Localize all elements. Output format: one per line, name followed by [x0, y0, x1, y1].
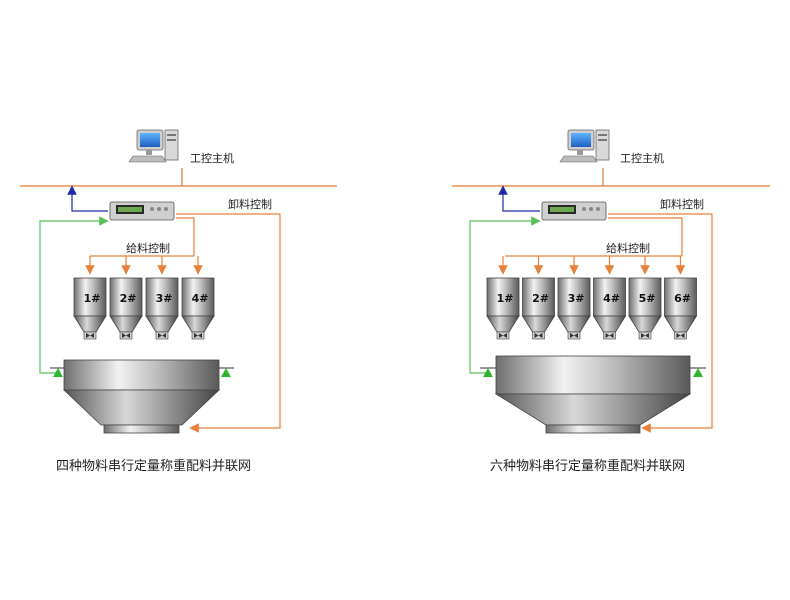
- left-hopper: 3#: [145, 277, 179, 340]
- left-feed-label: 给料控制: [126, 241, 170, 255]
- right-hopper-group: 1# 2# 3# 4# 5# 6#: [486, 277, 698, 340]
- right-data-line: [498, 185, 540, 212]
- left-host-label: 工控主机: [190, 151, 234, 165]
- left-host-computer-icon: [128, 129, 179, 163]
- right-weighing-controller-icon: [541, 201, 607, 221]
- right-feedback-line: [469, 216, 541, 374]
- right-feed-trunk: [608, 217, 683, 256]
- right-hopper: 4#: [592, 277, 627, 340]
- right-hopper-label: 4#: [603, 292, 620, 305]
- left-feed-drops: [85, 256, 203, 275]
- left-hopper-label: 1#: [84, 292, 101, 305]
- right-hopper: 6#: [663, 277, 698, 340]
- left-caption: 四种物料串行定量称重配料并联网: [56, 458, 251, 474]
- valve-icon: [534, 333, 543, 338]
- right-feed-label: 给料控制: [606, 241, 650, 255]
- valve-icon: [158, 333, 166, 338]
- valve-icon: [122, 333, 130, 338]
- left-feedback-line: [39, 216, 109, 374]
- right-feed-drops: [498, 256, 686, 275]
- valve-icon: [499, 333, 507, 338]
- right-host-computer-icon: [559, 129, 610, 163]
- right-hopper-label: 3#: [568, 292, 585, 305]
- right-hopper-label: 2#: [532, 292, 549, 305]
- left-hopper-label: 4#: [192, 292, 209, 305]
- left-system: 工控主机 卸料控制 给料控制 1# 2# 3# 4#: [20, 129, 337, 474]
- left-load-cell-icon: [53, 368, 63, 377]
- right-unload-line: [608, 213, 713, 433]
- left-unload-label: 卸料控制: [228, 197, 272, 211]
- valve-icon: [570, 333, 578, 338]
- right-unload-label: 卸料控制: [660, 197, 704, 211]
- right-host-label: 工控主机: [620, 151, 664, 165]
- valve-icon: [605, 333, 614, 338]
- right-hopper: 2#: [521, 277, 556, 340]
- left-unload-line: [176, 213, 281, 433]
- left-hopper: 2#: [109, 277, 143, 340]
- left-hopper-label: 2#: [120, 292, 137, 305]
- valve-icon: [641, 333, 649, 338]
- left-feed-trunk: [176, 217, 195, 256]
- right-scale-hopper: [480, 355, 706, 434]
- left-hopper-group: 1# 2# 3# 4#: [73, 277, 215, 340]
- right-system: 工控主机 卸料控制 给料控制 1# 2# 3# 4# 5# 6# 六种物料串行定量称重配料…: [452, 129, 770, 474]
- right-hopper-label: 6#: [674, 292, 691, 305]
- left-load-cell-icon: [221, 368, 231, 377]
- right-hopper: 1#: [486, 277, 520, 340]
- right-hopper: 5#: [628, 277, 662, 340]
- left-hopper: 4#: [181, 277, 215, 340]
- left-weighing-controller-icon: [109, 201, 175, 221]
- valve-icon: [194, 333, 202, 338]
- left-hopper: 1#: [73, 277, 107, 340]
- right-load-cell-icon: [483, 368, 493, 377]
- left-data-line: [67, 185, 108, 212]
- right-caption: 六种物料串行定量称重配料并联网: [490, 458, 685, 474]
- valve-icon: [676, 333, 685, 338]
- left-scale-hopper: [50, 359, 234, 434]
- left-hopper-label: 3#: [156, 292, 173, 305]
- right-hopper-label: 5#: [639, 292, 656, 305]
- right-load-cell-icon: [693, 368, 703, 377]
- valve-icon: [86, 333, 94, 338]
- right-hopper: 3#: [557, 277, 591, 340]
- right-hopper-label: 1#: [497, 292, 514, 305]
